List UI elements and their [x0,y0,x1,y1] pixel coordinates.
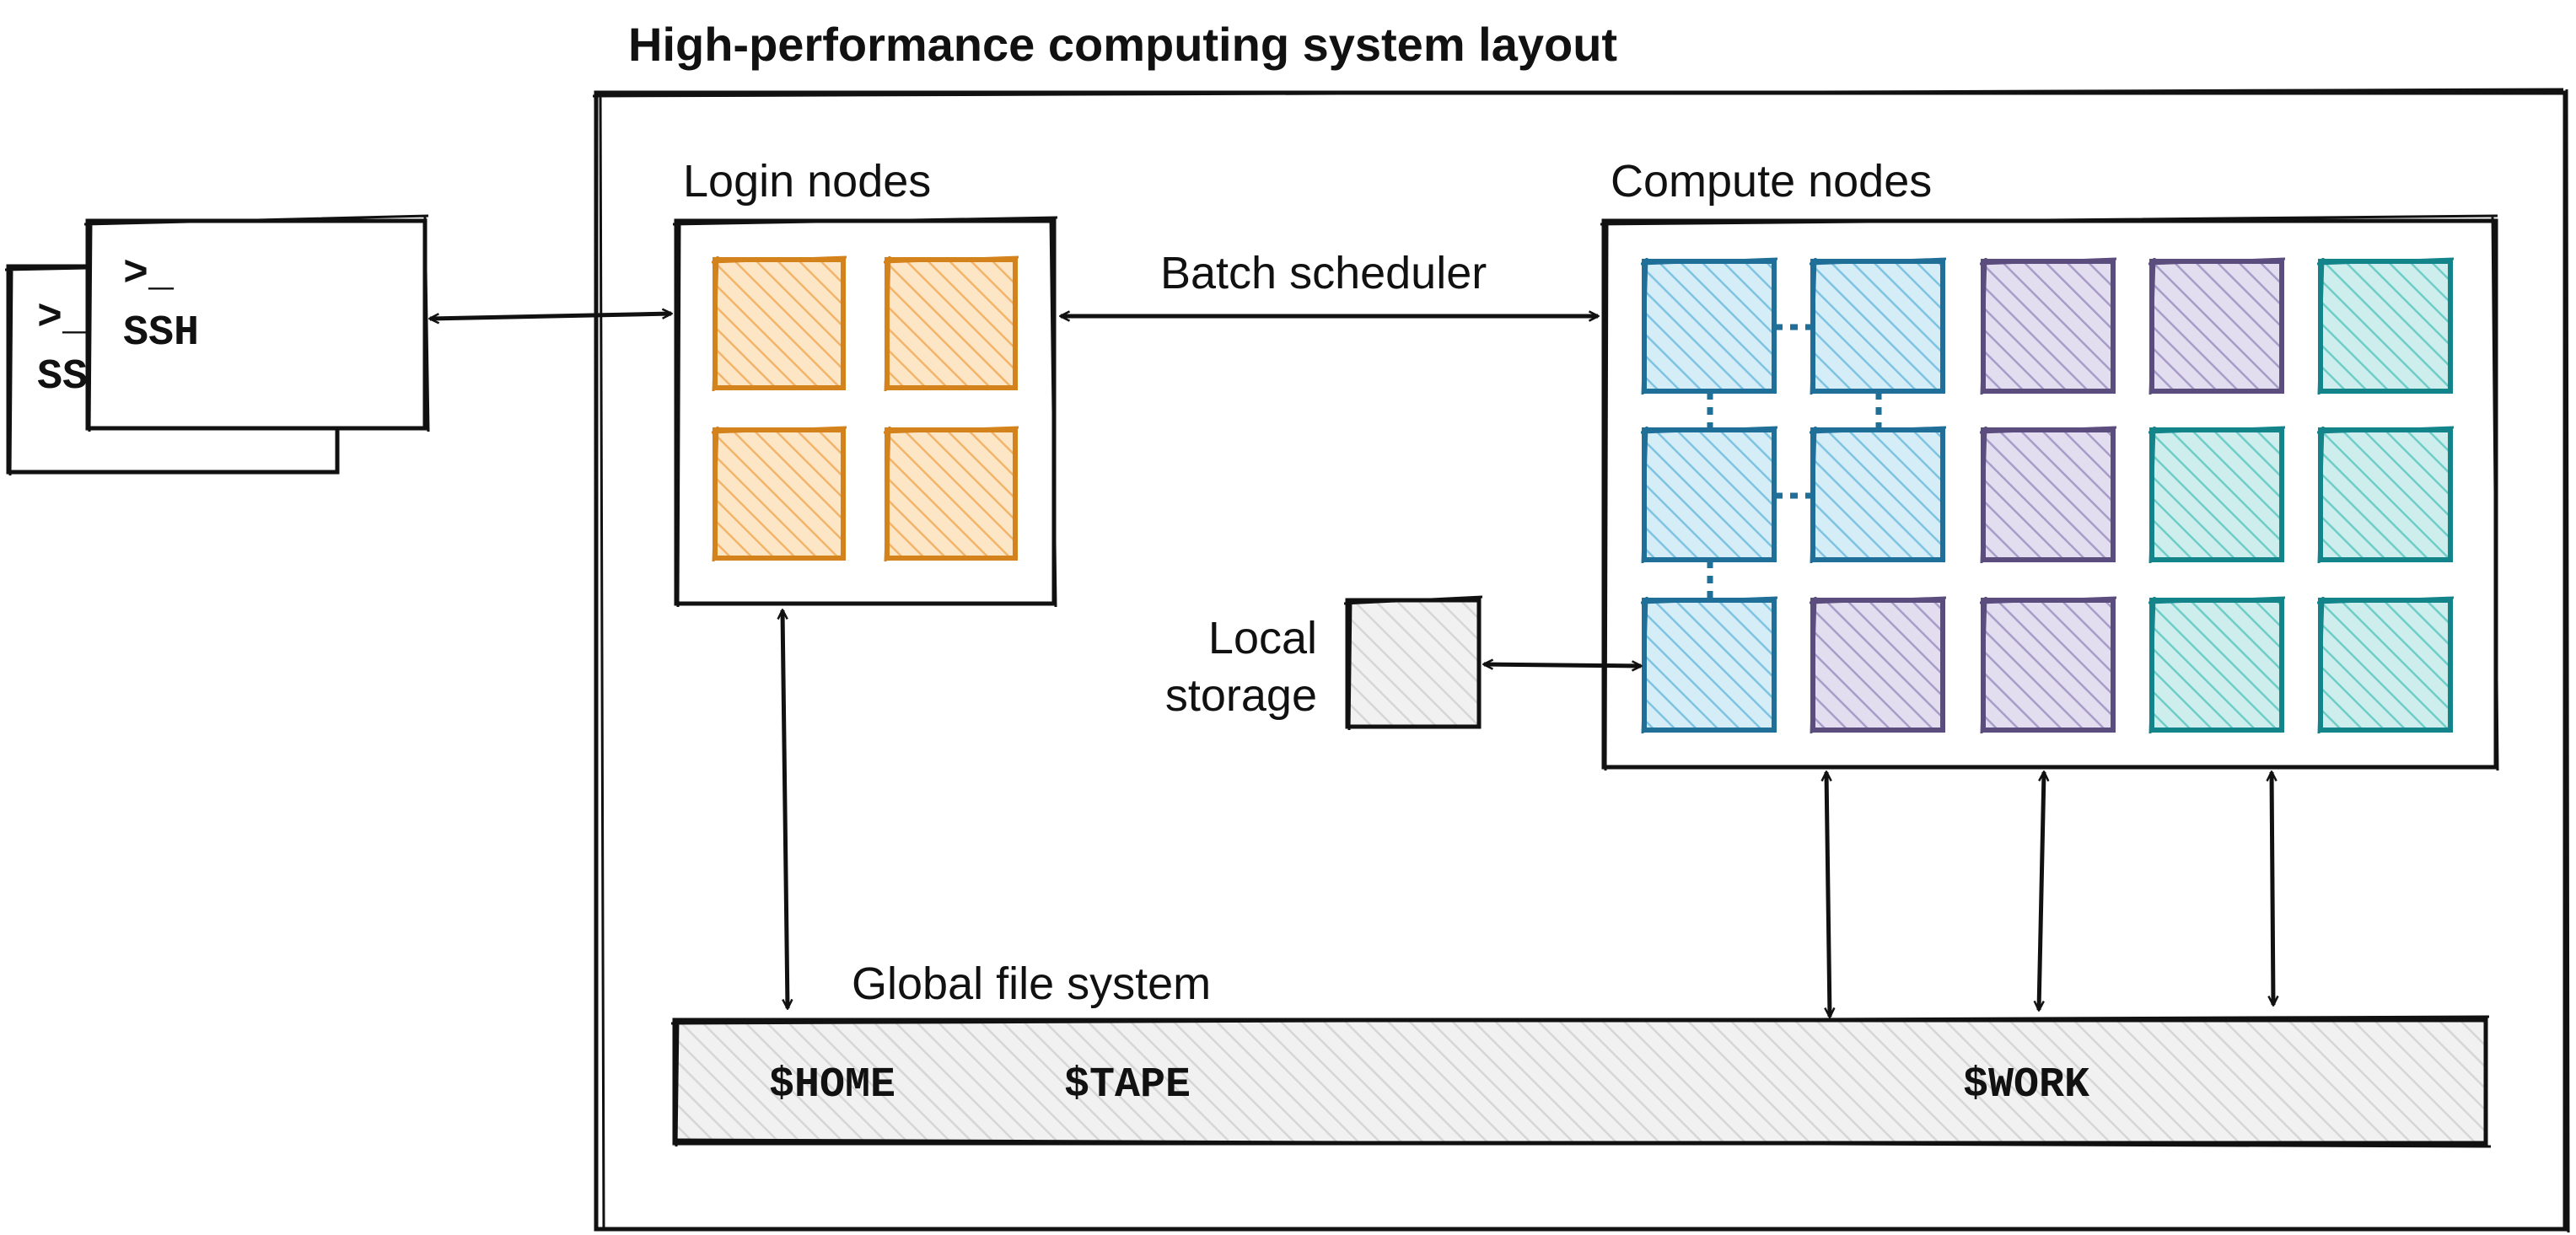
diagram-title: High-performance computing system layout [628,18,1617,71]
login-node [883,426,1019,562]
env-var-tape: $TAPE [1064,1061,1191,1109]
compute-fs-arrow-3 [2266,771,2279,1007]
local-storage-box [1343,595,1483,731]
global-fs-label: Global file system [852,958,1211,1009]
login-nodes-label: Login nodes [683,156,931,207]
compute-fs-arrow-1 [1820,771,1836,1018]
compute-node-blue [1809,426,1947,564]
login-fs-arrow [777,609,793,1010]
system-frame [592,88,2570,1233]
compute-node-blue [1640,257,1778,395]
login-node [711,426,847,562]
terminal-back-prompt: >_ [37,294,89,342]
local-storage-arrow [1482,658,1643,672]
compute-node-teal [2316,257,2455,395]
terminal-ssh-label: SSH [123,309,199,357]
compute-node-purple [1979,426,2117,564]
ssh-login-arrow [428,308,673,325]
compute-node-teal [2316,596,2455,734]
interconnect-links [1707,324,1882,600]
login-node-grid [711,255,1019,562]
compute-node-blue [1809,257,1947,395]
compute-nodes-label: Compute nodes [1611,156,1932,207]
env-var-home: $HOME [769,1061,895,1109]
env-var-work: $WORK [1963,1061,2089,1109]
compute-fs-arrow-2 [2033,771,2050,1012]
compute-node-teal [2148,426,2286,564]
compute-node-blue [1640,426,1778,564]
ssh-terminal[interactable]: >_ SSH [83,214,430,432]
compute-node-purple [1979,257,2117,395]
batch-scheduler-label: Batch scheduler [1160,248,1487,298]
local-storage-label-line2: storage [1165,670,1317,721]
compute-node-teal [2316,426,2455,564]
global-fs-bar [670,1015,2492,1148]
login-node [711,255,847,392]
compute-node-grid [1640,257,2455,734]
terminal-prompt: >_ [123,250,175,298]
compute-node-teal [2148,596,2286,734]
login-node [883,255,1019,392]
local-storage-label-line1: Local [1208,613,1317,663]
compute-node-purple [1809,596,1947,734]
compute-node-purple [1979,596,2117,734]
compute-node-purple [2148,257,2286,395]
terminal-back-label: SS [37,353,88,401]
compute-node-blue [1640,596,1778,734]
